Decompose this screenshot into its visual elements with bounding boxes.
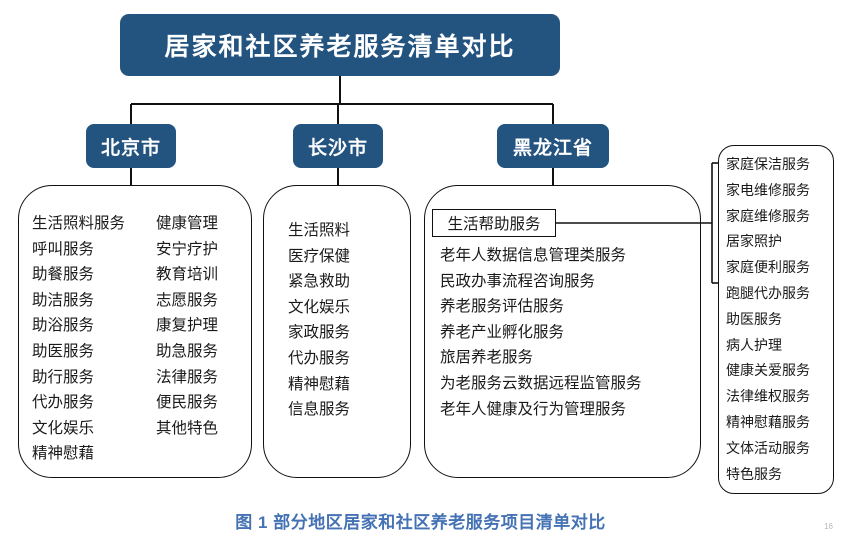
service-item: 文体活动服务	[726, 439, 810, 456]
service-item: 家政服务	[288, 324, 351, 342]
service-item: 特色服务	[726, 465, 782, 482]
service-item: 民政办事流程咨询服务	[440, 272, 596, 290]
page-mark: 16	[824, 522, 833, 531]
service-item: 旅居养老服务	[440, 349, 534, 367]
service-item: 健康关爱服务	[726, 362, 810, 379]
service-panel-changsha	[263, 185, 411, 478]
service-item: 代办服务	[32, 394, 95, 412]
branch-node-heilongjiang[interactable]: 黑龙江省	[497, 124, 609, 168]
service-item: 养老服务评估服务	[440, 298, 565, 316]
service-item: 助洁服务	[32, 291, 95, 309]
branch-node-changsha[interactable]: 长沙市	[293, 124, 383, 168]
service-item: 助医服务	[726, 310, 782, 327]
service-item: 老年人健康及行为管理服务	[440, 400, 627, 418]
service-item: 为老服务云数据远程监管服务	[440, 374, 642, 392]
service-panel-beijing	[18, 185, 252, 478]
service-item: 助行服务	[32, 368, 95, 386]
service-item: 精神慰藉	[32, 445, 95, 463]
service-item: 老年人数据信息管理类服务	[440, 247, 627, 264]
service-item: 助浴服务	[32, 317, 95, 335]
service-list-detail: 家庭保洁服务家电维修服务家庭维修服务居家照护家庭便利服务跑腿代办服务助医服务病人…	[726, 152, 810, 487]
service-item: 健康管理	[156, 215, 219, 232]
service-item: 家电维修服务	[726, 181, 810, 198]
service-item: 病人护理	[726, 336, 782, 353]
service-item: 康复护理	[156, 317, 219, 335]
service-item: 精神慰藉	[288, 375, 351, 393]
figure-caption: 图 1 部分地区居家和社区养老服务项目清单对比	[235, 513, 606, 532]
service-item: 法律服务	[156, 368, 219, 386]
service-item: 医疗保健	[288, 247, 351, 265]
service-item: 法律维权服务	[726, 388, 810, 405]
service-item: 文化娱乐	[32, 419, 95, 437]
service-panel-detail	[718, 145, 834, 494]
branch-node-beijing[interactable]: 北京市	[86, 124, 176, 168]
service-item: 生活照料服务	[32, 215, 126, 232]
service-panel-heilongjiang	[424, 185, 701, 478]
service-item: 志愿服务	[156, 291, 219, 309]
service-item: 安宁疗护	[156, 240, 219, 258]
service-list-beijing-col2: 健康管理安宁疗护教育培训志愿服务康复护理助急服务法律服务便民服务其他特色	[156, 211, 218, 441]
service-item: 助餐服务	[32, 266, 95, 284]
service-item: 教育培训	[156, 266, 219, 284]
service-item: 居家照护	[726, 233, 782, 250]
service-item: 信息服务	[288, 401, 351, 419]
service-item: 其他特色	[156, 419, 219, 437]
service-item: 精神慰藉服务	[726, 413, 810, 430]
service-list-heilongjiang: 老年人数据信息管理类服务民政办事流程咨询服务养老服务评估服务养老产业孵化服务旅居…	[440, 243, 642, 422]
service-item: 家庭保洁服务	[726, 156, 810, 172]
service-item: 跑腿代办服务	[726, 284, 810, 301]
service-list-beijing-col1: 生活照料服务呼叫服务助餐服务助洁服务助浴服务助医服务助行服务代办服务文化娱乐精神…	[32, 211, 125, 467]
diagram-title: 居家和社区养老服务清单对比	[120, 14, 560, 76]
service-item: 便民服务	[156, 394, 219, 412]
service-item: 紧急救助	[288, 273, 351, 291]
service-item: 代办服务	[288, 349, 351, 367]
service-item: 养老产业孵化服务	[440, 323, 565, 341]
service-item: 助急服务	[156, 342, 219, 360]
service-item: 助医服务	[32, 342, 95, 360]
service-item: 呼叫服务	[32, 240, 95, 258]
service-list-changsha: 生活照料医疗保健紧急救助文化娱乐家政服务代办服务精神慰藉信息服务	[288, 218, 350, 423]
service-item: 家庭维修服务	[726, 207, 810, 224]
service-item: 家庭便利服务	[726, 259, 810, 276]
highlighted-service-item[interactable]: 生活帮助服务	[432, 209, 556, 237]
service-item: 生活照料	[288, 222, 351, 239]
service-item: 文化娱乐	[288, 298, 351, 316]
